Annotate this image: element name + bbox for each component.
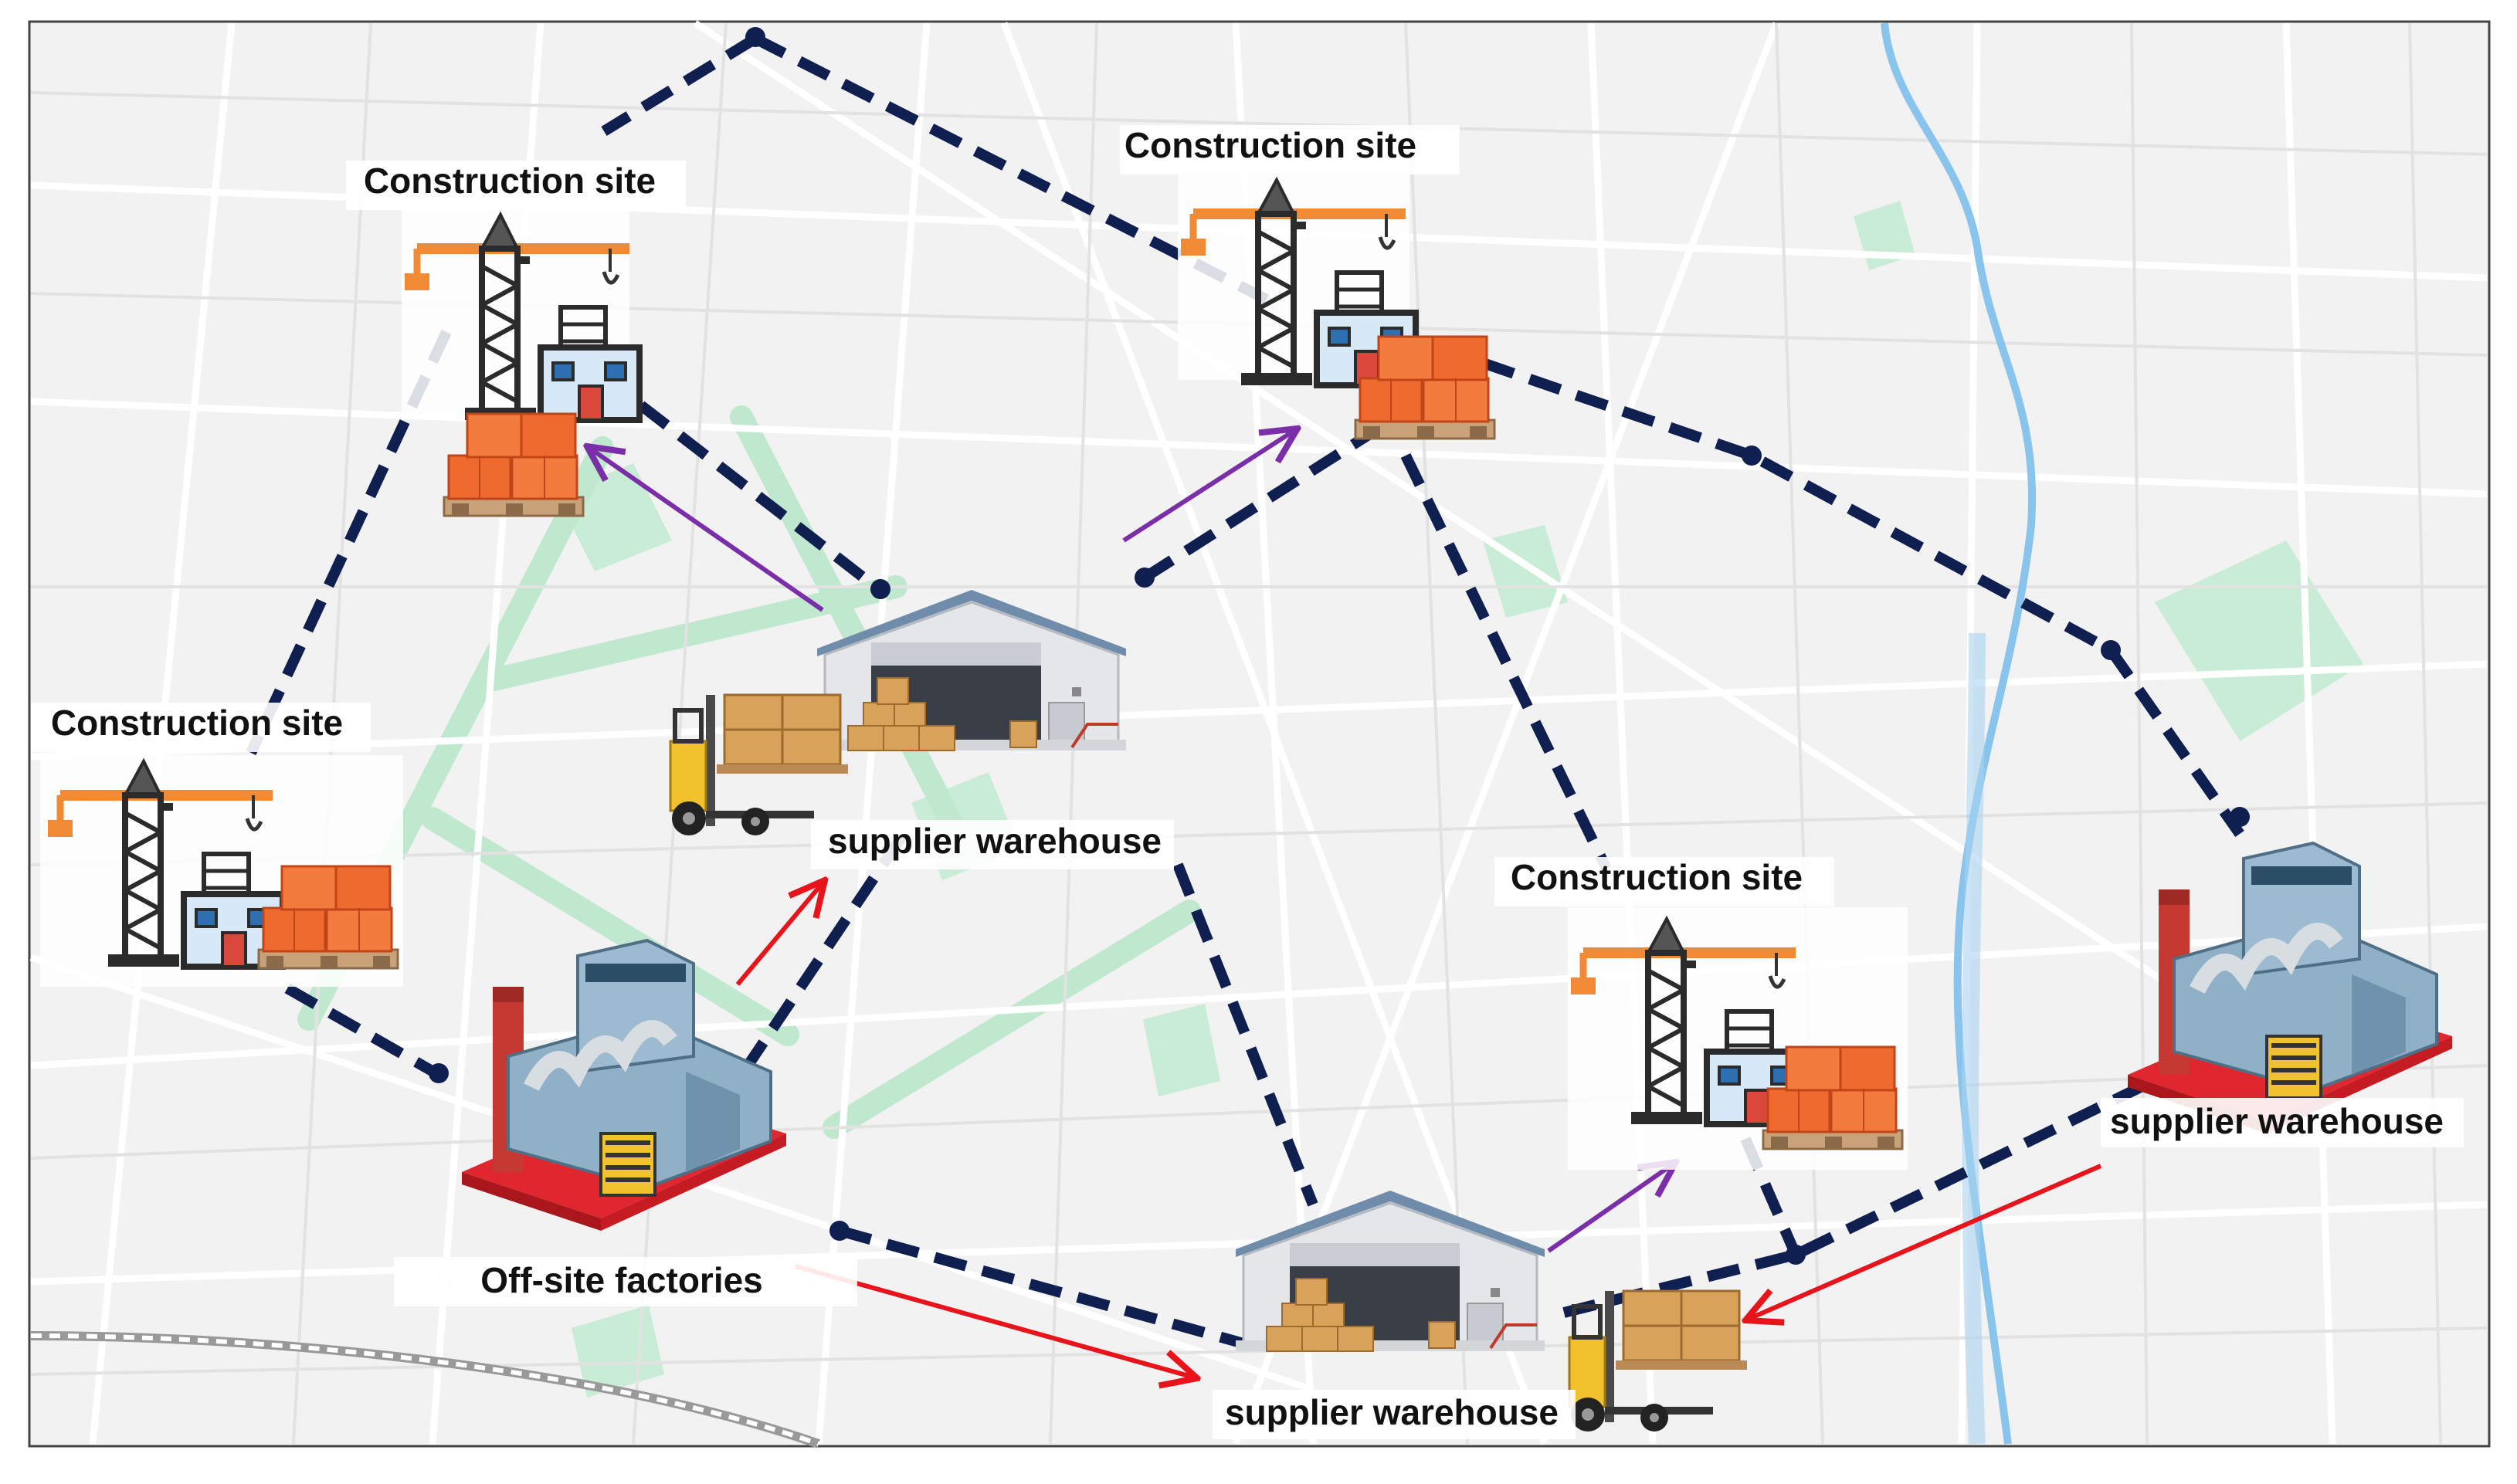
supplier-warehouse-bottom: supplier warehouse (1213, 1189, 1747, 1439)
arrow-right-warehouse-to-forklift (1745, 1164, 2102, 1320)
route-left-site-tail (284, 983, 442, 1080)
supplier-warehouse-center: supplier warehouse (670, 588, 1174, 869)
construction-site-right: Construction site (1494, 857, 1908, 1170)
route-center-site-south (1400, 452, 1612, 872)
off-site-factory: Off-site factories (394, 940, 857, 1306)
warehouse-label: supplier warehouse (2110, 1101, 2444, 1141)
construction-site-top-left: Construction site (346, 161, 686, 517)
route-topleft-to-warehouse (637, 401, 884, 595)
river-channel (1962, 632, 1986, 1445)
delivery-arrows (587, 429, 1676, 1253)
arrow-bottom-warehouse-to-right-site (1547, 1162, 1676, 1253)
site-label: Construction site (1511, 857, 1803, 897)
supply-arrows (735, 880, 2102, 1378)
site-label: Construction site (1125, 125, 1416, 165)
route-node (1742, 446, 1762, 466)
arrow-warehouse-to-topleft-site (587, 446, 824, 612)
route-nodes (429, 27, 2250, 1265)
route-node (870, 579, 890, 599)
site-label: Construction site (51, 703, 343, 743)
route-topleft-to-ring (601, 34, 758, 136)
route-node (829, 1221, 850, 1241)
route-node (1786, 1245, 1806, 1265)
route-center-site-spur (1141, 426, 1378, 582)
route-factory-to-bottom (838, 1225, 1245, 1349)
route-node (2101, 640, 2121, 660)
route-node (429, 1063, 449, 1083)
arrow-warehouse-to-top-site (1122, 429, 1298, 543)
construction-site-left: Construction site (31, 703, 403, 987)
route-node (2230, 807, 2250, 827)
construction-site-top-center: Construction site (1120, 125, 1496, 440)
railway (30, 1331, 820, 1448)
site-label: Construction site (364, 161, 656, 201)
route-node (745, 27, 765, 47)
warehouse-label: supplier warehouse (1225, 1392, 1559, 1432)
warehouse-label: supplier warehouse (828, 821, 1162, 861)
arrow-factory-to-warehouse (735, 880, 825, 986)
supplier-warehouse-right: supplier warehouse (2101, 843, 2464, 1147)
route-ring-east (1481, 357, 2244, 838)
route-node (1135, 568, 1155, 588)
arrow-factory-to-bottom-warehouse (795, 1264, 1197, 1378)
factory-label: Off-site factories (480, 1260, 763, 1300)
route-warehouse-to-bottom (1172, 862, 1318, 1207)
